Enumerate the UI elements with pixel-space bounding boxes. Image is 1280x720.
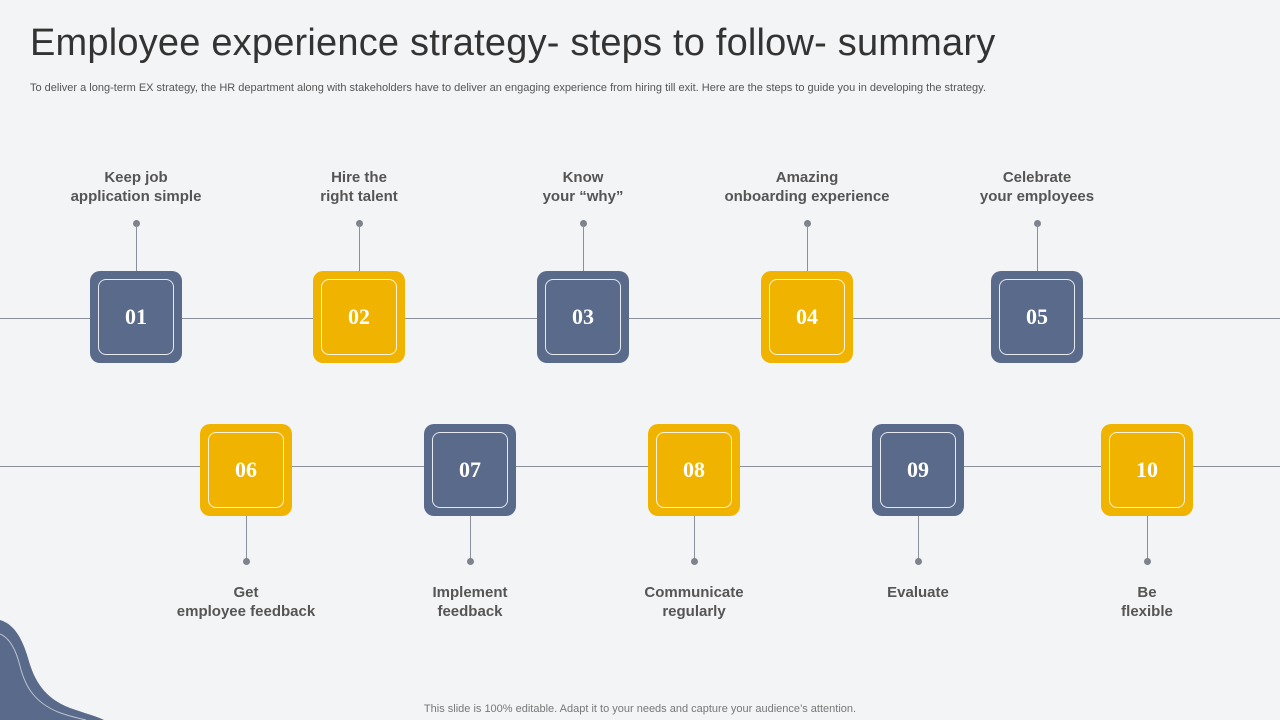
step-6-box: 06	[200, 424, 292, 516]
step-9-dot	[915, 558, 922, 565]
step-9-connector	[918, 516, 919, 560]
step-6-dot	[243, 558, 250, 565]
step-1-dot	[133, 220, 140, 227]
step-4-number: 04	[769, 279, 845, 355]
step-8-box: 08	[648, 424, 740, 516]
step-3-dot	[580, 220, 587, 227]
timeline-bottom-line	[0, 466, 1280, 467]
footer-note: This slide is 100% editable. Adapt it to…	[423, 703, 857, 715]
timeline-top-line	[0, 318, 1280, 319]
decorative-wave-shape	[0, 620, 104, 720]
step-8-connector	[694, 516, 695, 560]
step-6-number: 06	[208, 432, 284, 508]
step-7-number: 07	[432, 432, 508, 508]
step-3-number: 03	[545, 279, 621, 355]
step-4-dot	[804, 220, 811, 227]
step-7-connector	[470, 516, 471, 560]
step-4-box: 04	[761, 271, 853, 363]
step-10-dot	[1144, 558, 1151, 565]
slide-title: Employee experience strategy- steps to f…	[30, 22, 996, 64]
step-7-box: 07	[424, 424, 516, 516]
step-9-box: 09	[872, 424, 964, 516]
step-10-number: 10	[1109, 432, 1185, 508]
step-9-label: Evaluate	[887, 584, 949, 601]
step-10-box: 10	[1101, 424, 1193, 516]
step-8-number: 08	[656, 432, 732, 508]
step-4-connector	[807, 224, 808, 271]
step-2-connector	[359, 224, 360, 271]
step-2-box: 02	[313, 271, 405, 363]
step-5-dot	[1034, 220, 1041, 227]
step-5-box: 05	[991, 271, 1083, 363]
step-6-connector	[246, 516, 247, 560]
step-1-connector	[136, 224, 137, 271]
step-2-dot	[356, 220, 363, 227]
step-8-dot	[691, 558, 698, 565]
step-1-box: 01	[90, 271, 182, 363]
step-9-number: 09	[880, 432, 956, 508]
step-2-number: 02	[321, 279, 397, 355]
step-3-box: 03	[537, 271, 629, 363]
step-3-connector	[583, 224, 584, 271]
step-5-connector	[1037, 224, 1038, 271]
step-10-connector	[1147, 516, 1148, 560]
step-7-dot	[467, 558, 474, 565]
step-1-number: 01	[98, 279, 174, 355]
step-5-number: 05	[999, 279, 1075, 355]
slide-subtitle: To deliver a long-term EX strategy, the …	[30, 82, 986, 94]
